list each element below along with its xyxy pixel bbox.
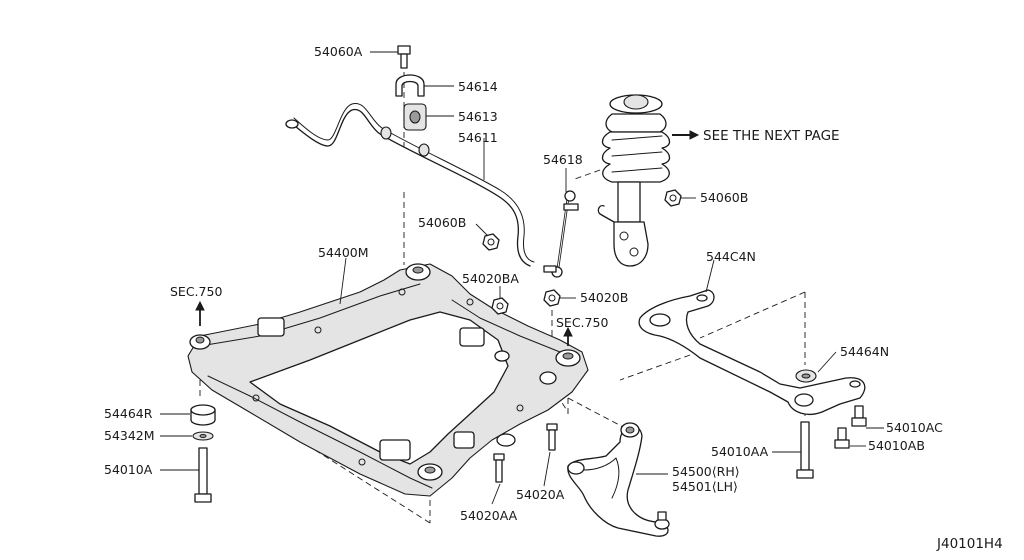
bolt-54020A bbox=[546, 423, 558, 451]
bolt-54060A bbox=[397, 45, 411, 69]
label-54464R: 54464R bbox=[104, 406, 153, 421]
label-54010AA: 54010AA bbox=[711, 444, 769, 459]
see-next-page-arrow bbox=[672, 130, 700, 140]
part-number-labels: 54060A 54614 54613 54611 54618 54060B 54… bbox=[104, 44, 1003, 552]
label-54611: 54611 bbox=[458, 130, 498, 145]
diagram-id: J40101H4 bbox=[936, 536, 1003, 552]
bolt-54010AA bbox=[796, 421, 814, 479]
label-54010AC: 54010AC bbox=[886, 420, 943, 435]
crossmember-54400M bbox=[187, 263, 589, 497]
label-54464N: 54464N bbox=[840, 344, 889, 359]
label-54010A: 54010A bbox=[104, 462, 153, 477]
nut-54060B-strut bbox=[664, 189, 682, 207]
bolt-54010A bbox=[194, 447, 212, 503]
label-54020BA: 54020BA bbox=[462, 271, 519, 286]
strut-assembly bbox=[597, 94, 671, 267]
sec750-left-arrow bbox=[195, 300, 205, 326]
label-54400M: 54400M bbox=[318, 245, 369, 260]
clamp-54614 bbox=[395, 74, 425, 97]
label-54020B: 54020B bbox=[580, 290, 628, 305]
label-54060B-strut: 54060B bbox=[700, 190, 748, 205]
see-next-page-note: SEE THE NEXT PAGE bbox=[703, 128, 840, 144]
stay-544C4N bbox=[638, 289, 866, 416]
label-54010AB: 54010AB bbox=[868, 438, 925, 453]
nut-54020B bbox=[543, 289, 561, 307]
label-54618: 54618 bbox=[543, 152, 583, 167]
label-544C4N: 544C4N bbox=[706, 249, 756, 264]
nut-54060B-bar bbox=[482, 233, 500, 251]
label-54020A: 54020A bbox=[516, 487, 565, 502]
label-sec750-left: SEC.750 bbox=[170, 284, 222, 299]
leader-lines bbox=[160, 51, 884, 505]
bolt-54020AA bbox=[493, 453, 505, 483]
label-sec750-right: SEC.750 bbox=[556, 315, 608, 330]
label-54060A: 54060A bbox=[314, 44, 363, 59]
bolt-54010AB bbox=[834, 427, 850, 449]
label-54060B-bar: 54060B bbox=[418, 215, 466, 230]
label-54613: 54613 bbox=[458, 109, 498, 124]
lower-link-54500-54501 bbox=[567, 422, 670, 537]
bushing-54613 bbox=[403, 103, 427, 131]
label-54342M: 54342M bbox=[104, 428, 155, 443]
label-54614: 54614 bbox=[458, 79, 498, 94]
label-54501-lh: 54501⟨LH⟩ bbox=[672, 479, 738, 494]
connecting-rod-54618 bbox=[543, 190, 579, 278]
insulator-54464R bbox=[190, 404, 216, 426]
stabilizer-bar bbox=[285, 103, 535, 267]
insulator-54464N bbox=[795, 369, 817, 383]
sec750-right-arrow bbox=[563, 326, 573, 346]
nut-54020BA bbox=[491, 297, 509, 315]
label-54500-rh: 54500⟨RH⟩ bbox=[672, 464, 740, 479]
label-54020AA: 54020AA bbox=[460, 508, 518, 523]
washer-54342M bbox=[192, 431, 214, 441]
bolt-54010AC bbox=[851, 405, 867, 427]
